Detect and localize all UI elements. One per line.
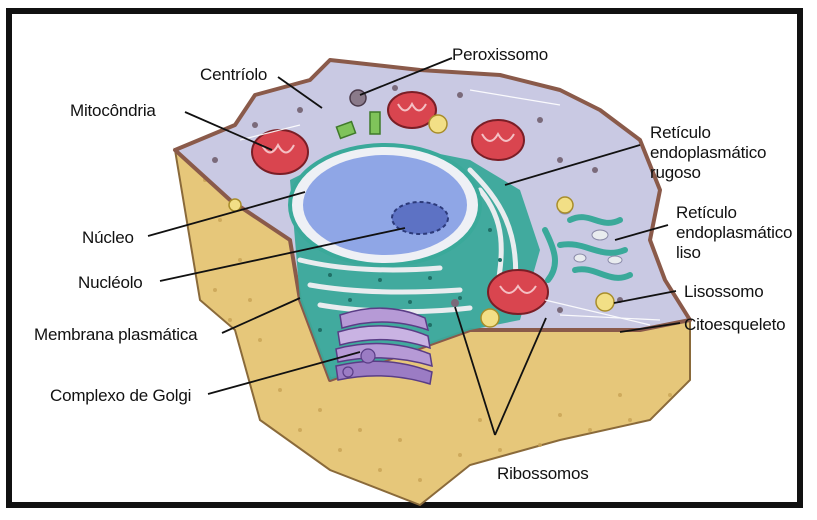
label-reticulo-rugoso-line1: Retículo (650, 123, 711, 142)
nucleus (303, 155, 467, 255)
label-citoesqueleto: Citoesqueleto (684, 315, 785, 334)
label-lisossomo: Lisossomo (684, 282, 763, 301)
mitochondrion-3 (472, 120, 524, 160)
label-nucleolo: Nucléolo (78, 273, 143, 292)
label-nucleo: Núcleo (82, 228, 134, 247)
label-reticulo-rugoso-line3: rugoso (650, 163, 701, 182)
label-reticulo-rugoso-line2: endoplasmático (650, 143, 766, 162)
mitochondrion-4 (488, 270, 548, 314)
label-reticulo-liso-line1: Retículo (676, 203, 737, 222)
label-centriolo: Centríolo (200, 65, 267, 84)
label-reticulo-liso-line3: liso (676, 243, 701, 262)
label-peroxissomo: Peroxissomo (452, 45, 548, 64)
label-mitocondria: Mitocôndria (70, 101, 156, 120)
peroxisome (350, 90, 366, 106)
label-ribossomos: Ribossomos (497, 464, 589, 483)
mitochondrion-1 (252, 130, 308, 174)
label-reticulo-liso-line2: endoplasmático (676, 223, 792, 242)
label-golgi: Complexo de Golgi (50, 386, 191, 405)
cell-illustration (175, 60, 690, 505)
label-membrana: Membrana plasmática (34, 325, 198, 344)
